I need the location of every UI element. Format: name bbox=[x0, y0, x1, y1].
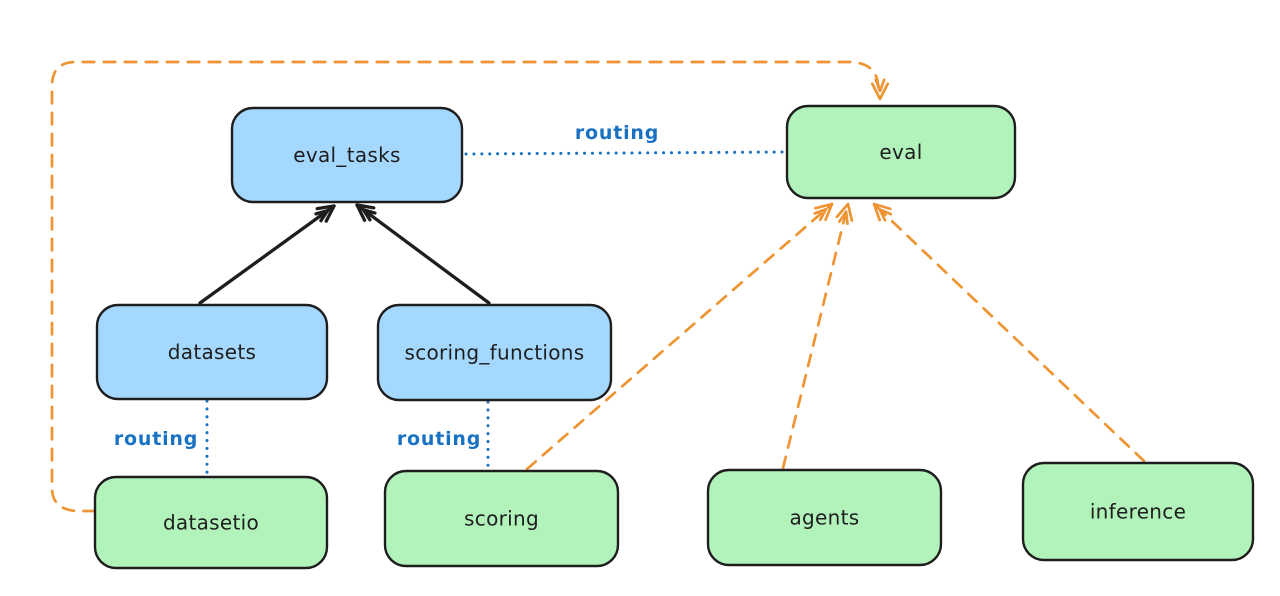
node-box-scoring bbox=[383, 469, 620, 568]
edge-line-eval_tasks-to-eval-routing bbox=[464, 150, 786, 156]
edge-inference-to-eval bbox=[872, 202, 1146, 463]
edge-label-datasets-to-datasetio-routing: routing bbox=[114, 428, 198, 450]
edge-line-agents-to-eval bbox=[781, 202, 850, 470]
edge-label-eval_tasks-to-eval-routing: routing bbox=[575, 122, 659, 144]
edge-datasetio-to-eval-loop bbox=[50, 60, 890, 513]
node-label-agents: agents bbox=[790, 506, 860, 530]
edge-line-datasets-to-eval_tasks bbox=[198, 204, 336, 305]
node-label-inference: inference bbox=[1090, 500, 1186, 524]
node-eval: eval bbox=[785, 104, 1017, 200]
node-datasetio: datasetio bbox=[93, 475, 329, 570]
node-scoring_functions: scoring_functions bbox=[376, 303, 613, 402]
node-box-inference bbox=[1021, 461, 1255, 562]
node-eval_tasks: eval_tasks bbox=[230, 106, 464, 204]
node-label-eval_tasks: eval_tasks bbox=[293, 143, 400, 167]
edge-agents-to-eval bbox=[781, 202, 854, 470]
edge-datasets-to-eval_tasks bbox=[198, 204, 336, 305]
edge-scoring_functions-to-scoring-routing: routing bbox=[397, 400, 490, 469]
node-box-datasets bbox=[95, 303, 329, 401]
node-label-eval: eval bbox=[879, 140, 922, 164]
node-label-scoring: scoring bbox=[464, 507, 539, 531]
edge-line-inference-to-eval bbox=[872, 202, 1146, 463]
node-box-agents bbox=[706, 468, 943, 567]
edge-eval_tasks-to-eval-routing: routing bbox=[464, 122, 786, 156]
node-box-scoring_functions bbox=[376, 303, 613, 402]
node-agents: agents bbox=[706, 468, 943, 567]
edge-line-scoring-to-eval bbox=[525, 202, 834, 471]
node-datasets: datasets bbox=[95, 303, 329, 401]
node-box-datasetio bbox=[93, 475, 329, 570]
edge-scoring-to-eval bbox=[525, 202, 834, 471]
edge-datasets-to-datasetio-routing: routing bbox=[114, 399, 209, 476]
node-label-datasets: datasets bbox=[168, 340, 256, 364]
node-label-datasetio: datasetio bbox=[163, 511, 259, 535]
edge-label-scoring_functions-to-scoring-routing: routing bbox=[397, 428, 481, 450]
node-inference: inference bbox=[1021, 461, 1255, 562]
edge-line-scoring_functions-to-eval_tasks bbox=[355, 203, 491, 305]
edge-scoring_functions-to-eval_tasks bbox=[355, 203, 491, 305]
node-scoring: scoring bbox=[383, 469, 620, 568]
node-label-scoring_functions: scoring_functions bbox=[404, 341, 584, 365]
node-box-eval_tasks bbox=[230, 106, 464, 204]
node-box-eval bbox=[785, 104, 1017, 200]
